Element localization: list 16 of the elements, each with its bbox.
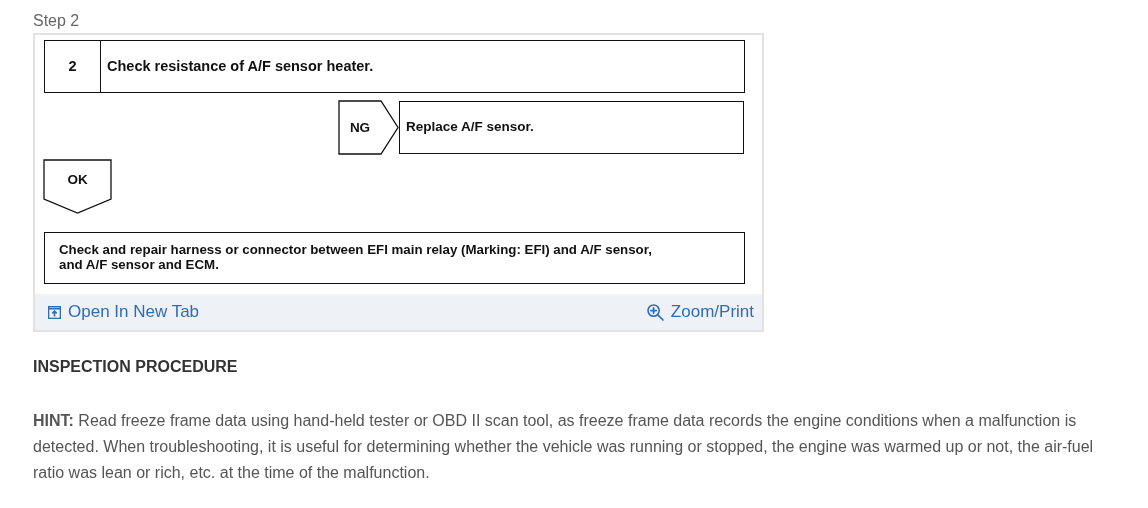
instruction-text: Check and repair harness or connector between EFI main relay (Marking: EFI) and A/F sensor, and A/F sensor and ECM. [59,243,653,273]
chevron-arrow [338,100,399,155]
chevron-arrow [43,159,112,214]
process-box [44,40,745,93]
zoom-print-link: Zoom/Print [646,301,754,323]
edge-label: OK [67,172,88,187]
instruction-text: Check resistance of A/F sensor heater. [107,58,374,75]
step-heading: Step 2 [33,11,80,31]
step-number: 2 [68,58,77,75]
action-box [44,232,745,284]
hint-paragraph: HINT: Read freeze frame data using hand-held tester or OBD II scan tool, as freeze frame data records the engine conditions when a malfunction is detected. When troubleshooting, it is useful for determining whether the vehicle was running or stopped, the engine was warmed up or not, the air-fuel ratio was lean or rich, etc. at the time of the malfunction. [33,411,1095,483]
action-box [399,101,744,154]
section-heading: INSPECTION PROCEDURE [33,357,238,377]
edge-label: NG [349,120,371,135]
open-in-new-tab-link: Open In New Tab [48,301,200,323]
instruction-text: Replace A/F sensor. [406,120,534,135]
